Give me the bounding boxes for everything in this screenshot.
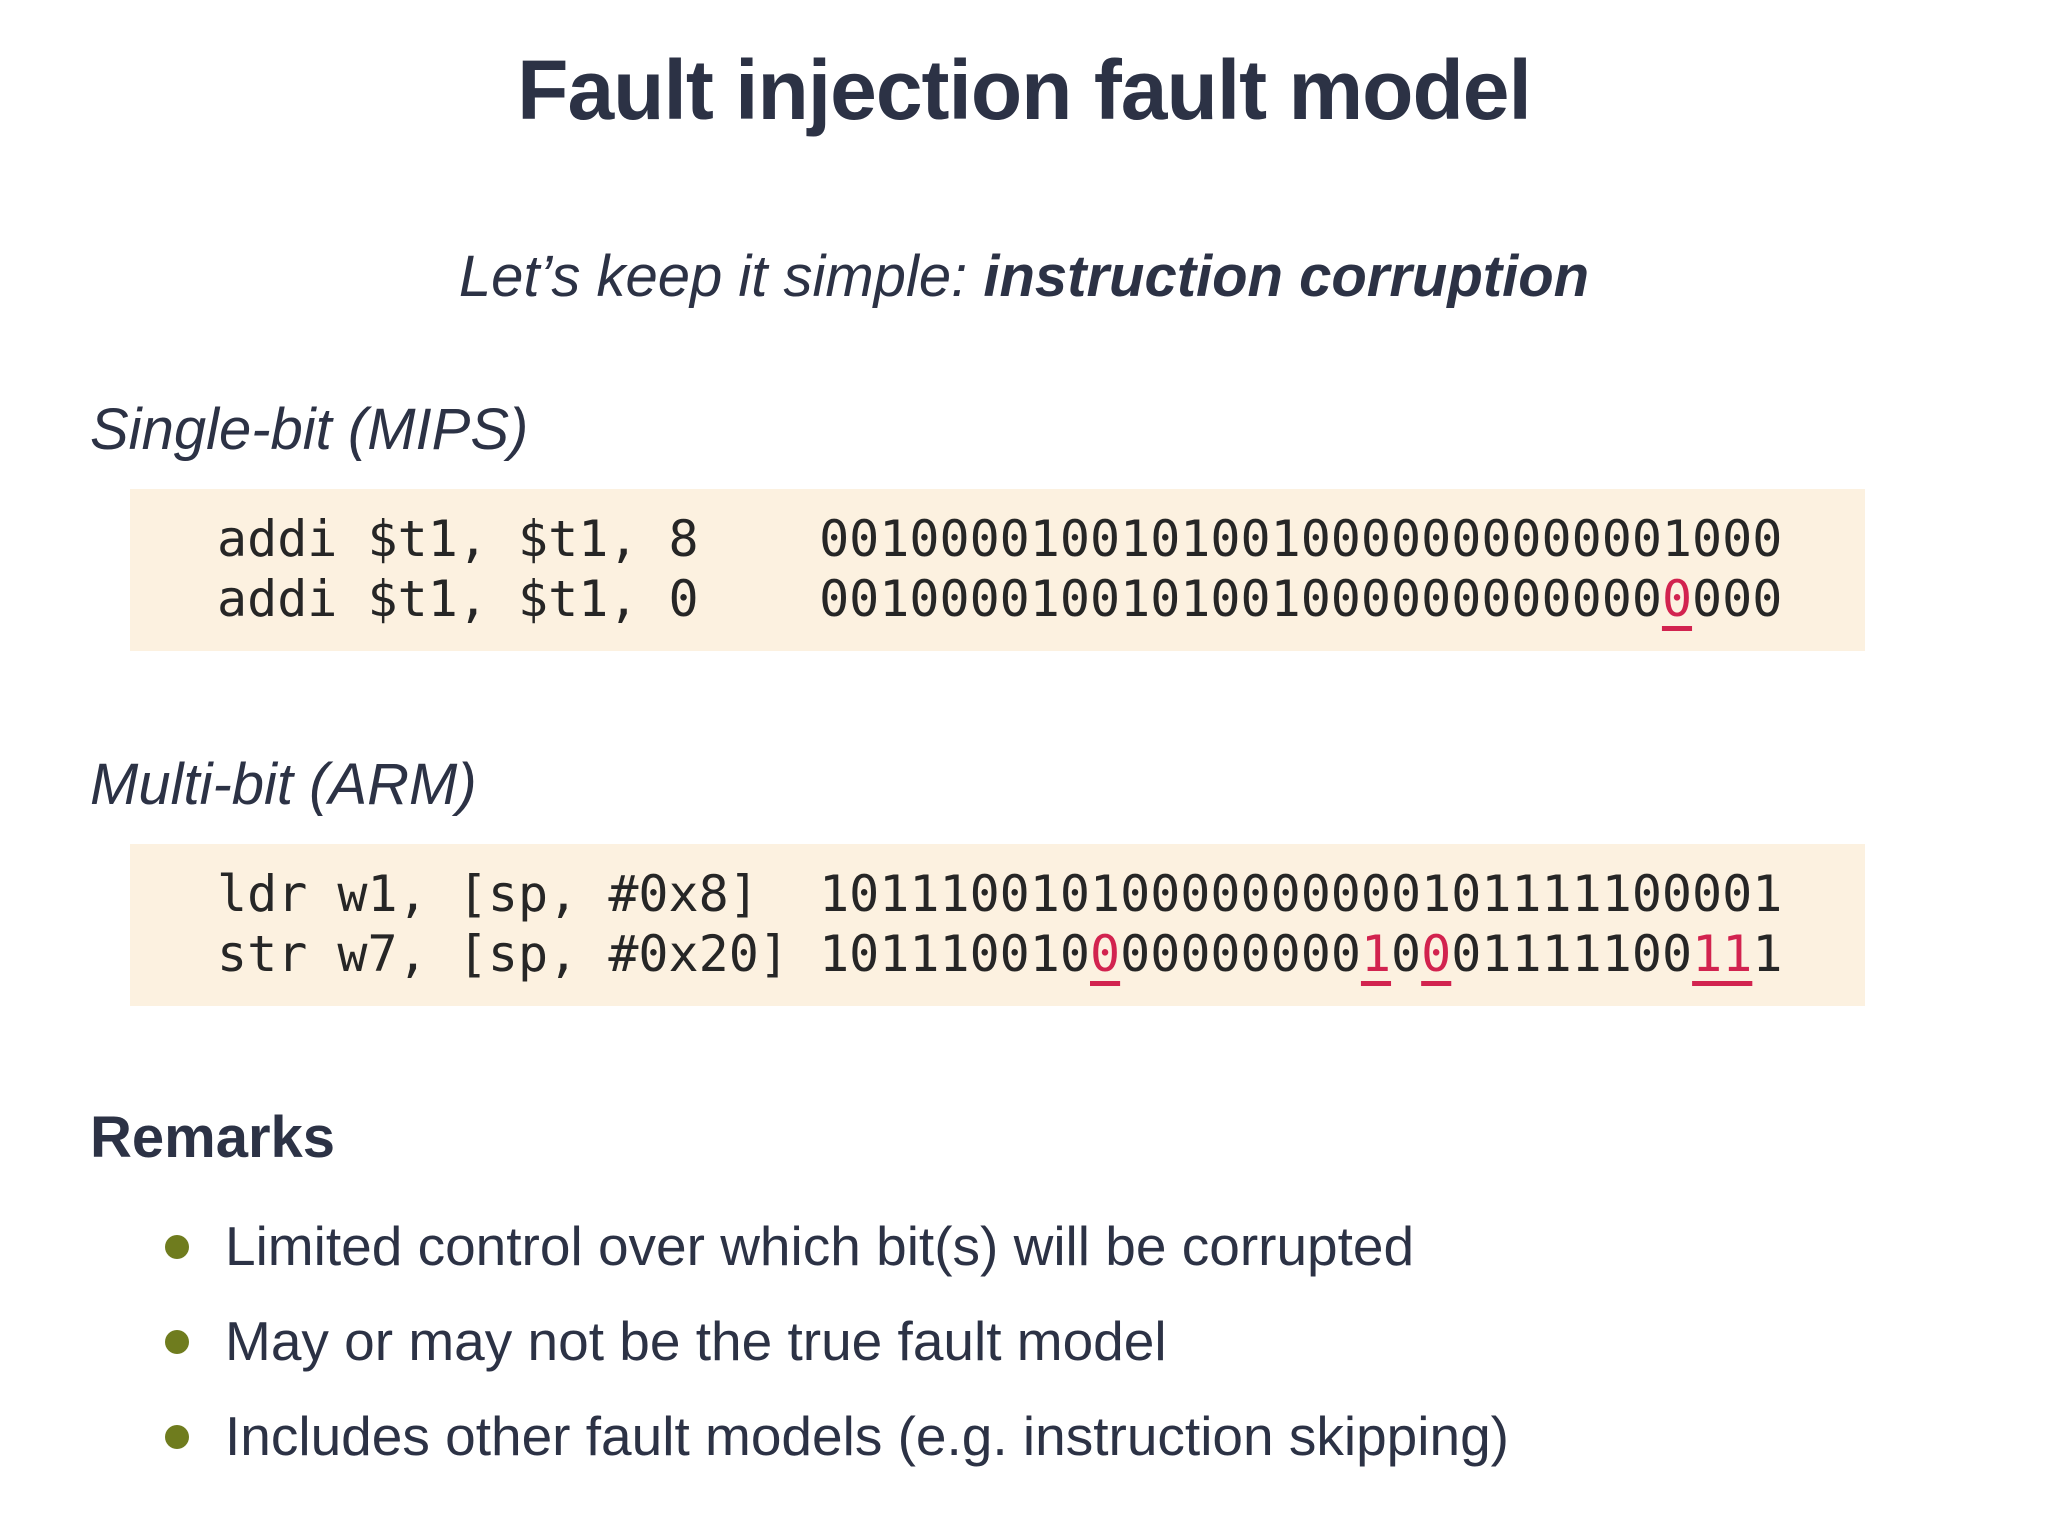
bullet-icon xyxy=(165,1425,189,1449)
remark-item: May or may not be the true fault model xyxy=(165,1311,2048,1371)
code-line: addi $t1, $t1, 0 00100001001010010000000… xyxy=(217,569,1865,629)
remark-item: Limited control over which bit(s) will b… xyxy=(165,1216,2048,1276)
bit-segment: 000 xyxy=(1692,570,1783,628)
bit-segment: 1 xyxy=(1752,925,1783,983)
code-block-arm: ldr w1, [sp, #0x8] 101110010100000000001… xyxy=(130,844,1865,1006)
code-line: str w7, [sp, #0x20] 10111001000000000010… xyxy=(217,924,1865,984)
asm-instruction: addi $t1, $t1, 8 xyxy=(217,510,820,568)
corrupted-bits: 0 xyxy=(1090,925,1121,983)
asm-instruction: ldr w1, [sp, #0x8] xyxy=(217,865,820,923)
subtitle-prefix: Let’s keep it simple: xyxy=(458,244,984,309)
bullet-icon xyxy=(165,1235,189,1259)
slide-subtitle: Let’s keep it simple: instruction corrup… xyxy=(0,243,2048,310)
corrupted-bits: 0 xyxy=(1661,570,1693,628)
bit-segment: 101110010 xyxy=(819,925,1090,983)
corrupted-bits: 0 xyxy=(1421,925,1452,983)
bit-segment: 00100001001010010000000000001000 xyxy=(819,510,1783,568)
bit-segment: 0 xyxy=(1391,925,1422,983)
corrupted-bits: 11 xyxy=(1692,925,1753,983)
remark-text: Limited control over which bit(s) will b… xyxy=(225,1215,1415,1277)
remark-item: Includes other fault models (e.g. instru… xyxy=(165,1406,2048,1466)
bit-segment: 01111100 xyxy=(1451,925,1693,983)
asm-instruction: addi $t1, $t1, 0 xyxy=(217,570,820,628)
bit-segment: 10111001010000000000101111100001 xyxy=(819,865,1783,923)
code-block-mips: addi $t1, $t1, 8 00100001001010010000000… xyxy=(130,489,1865,651)
remark-text: May or may not be the true fault model xyxy=(225,1310,1167,1372)
corrupted-bits: 1 xyxy=(1360,925,1392,983)
code-line: ldr w1, [sp, #0x8] 101110010100000000001… xyxy=(217,864,1865,924)
section-heading-single-bit-mips: Single-bit (MIPS) xyxy=(90,397,529,462)
asm-instruction: str w7, [sp, #0x20] xyxy=(217,925,820,983)
subtitle-emphasis: instruction corruption xyxy=(983,244,1590,309)
remark-text: Includes other fault models (e.g. instru… xyxy=(225,1405,1509,1467)
remarks-list: Limited control over which bit(s) will b… xyxy=(0,1216,2048,1466)
bit-segment: 00000000 xyxy=(1120,925,1361,983)
slide-title: Fault injection fault model xyxy=(517,43,1532,137)
code-line: addi $t1, $t1, 8 00100001001010010000000… xyxy=(217,509,1865,569)
bit-segment: 0010000100101001000000000000 xyxy=(819,570,1662,628)
bullet-icon xyxy=(165,1330,189,1354)
remarks-heading: Remarks xyxy=(90,1105,336,1170)
section-heading-multi-bit-arm: Multi-bit (ARM) xyxy=(90,752,477,817)
